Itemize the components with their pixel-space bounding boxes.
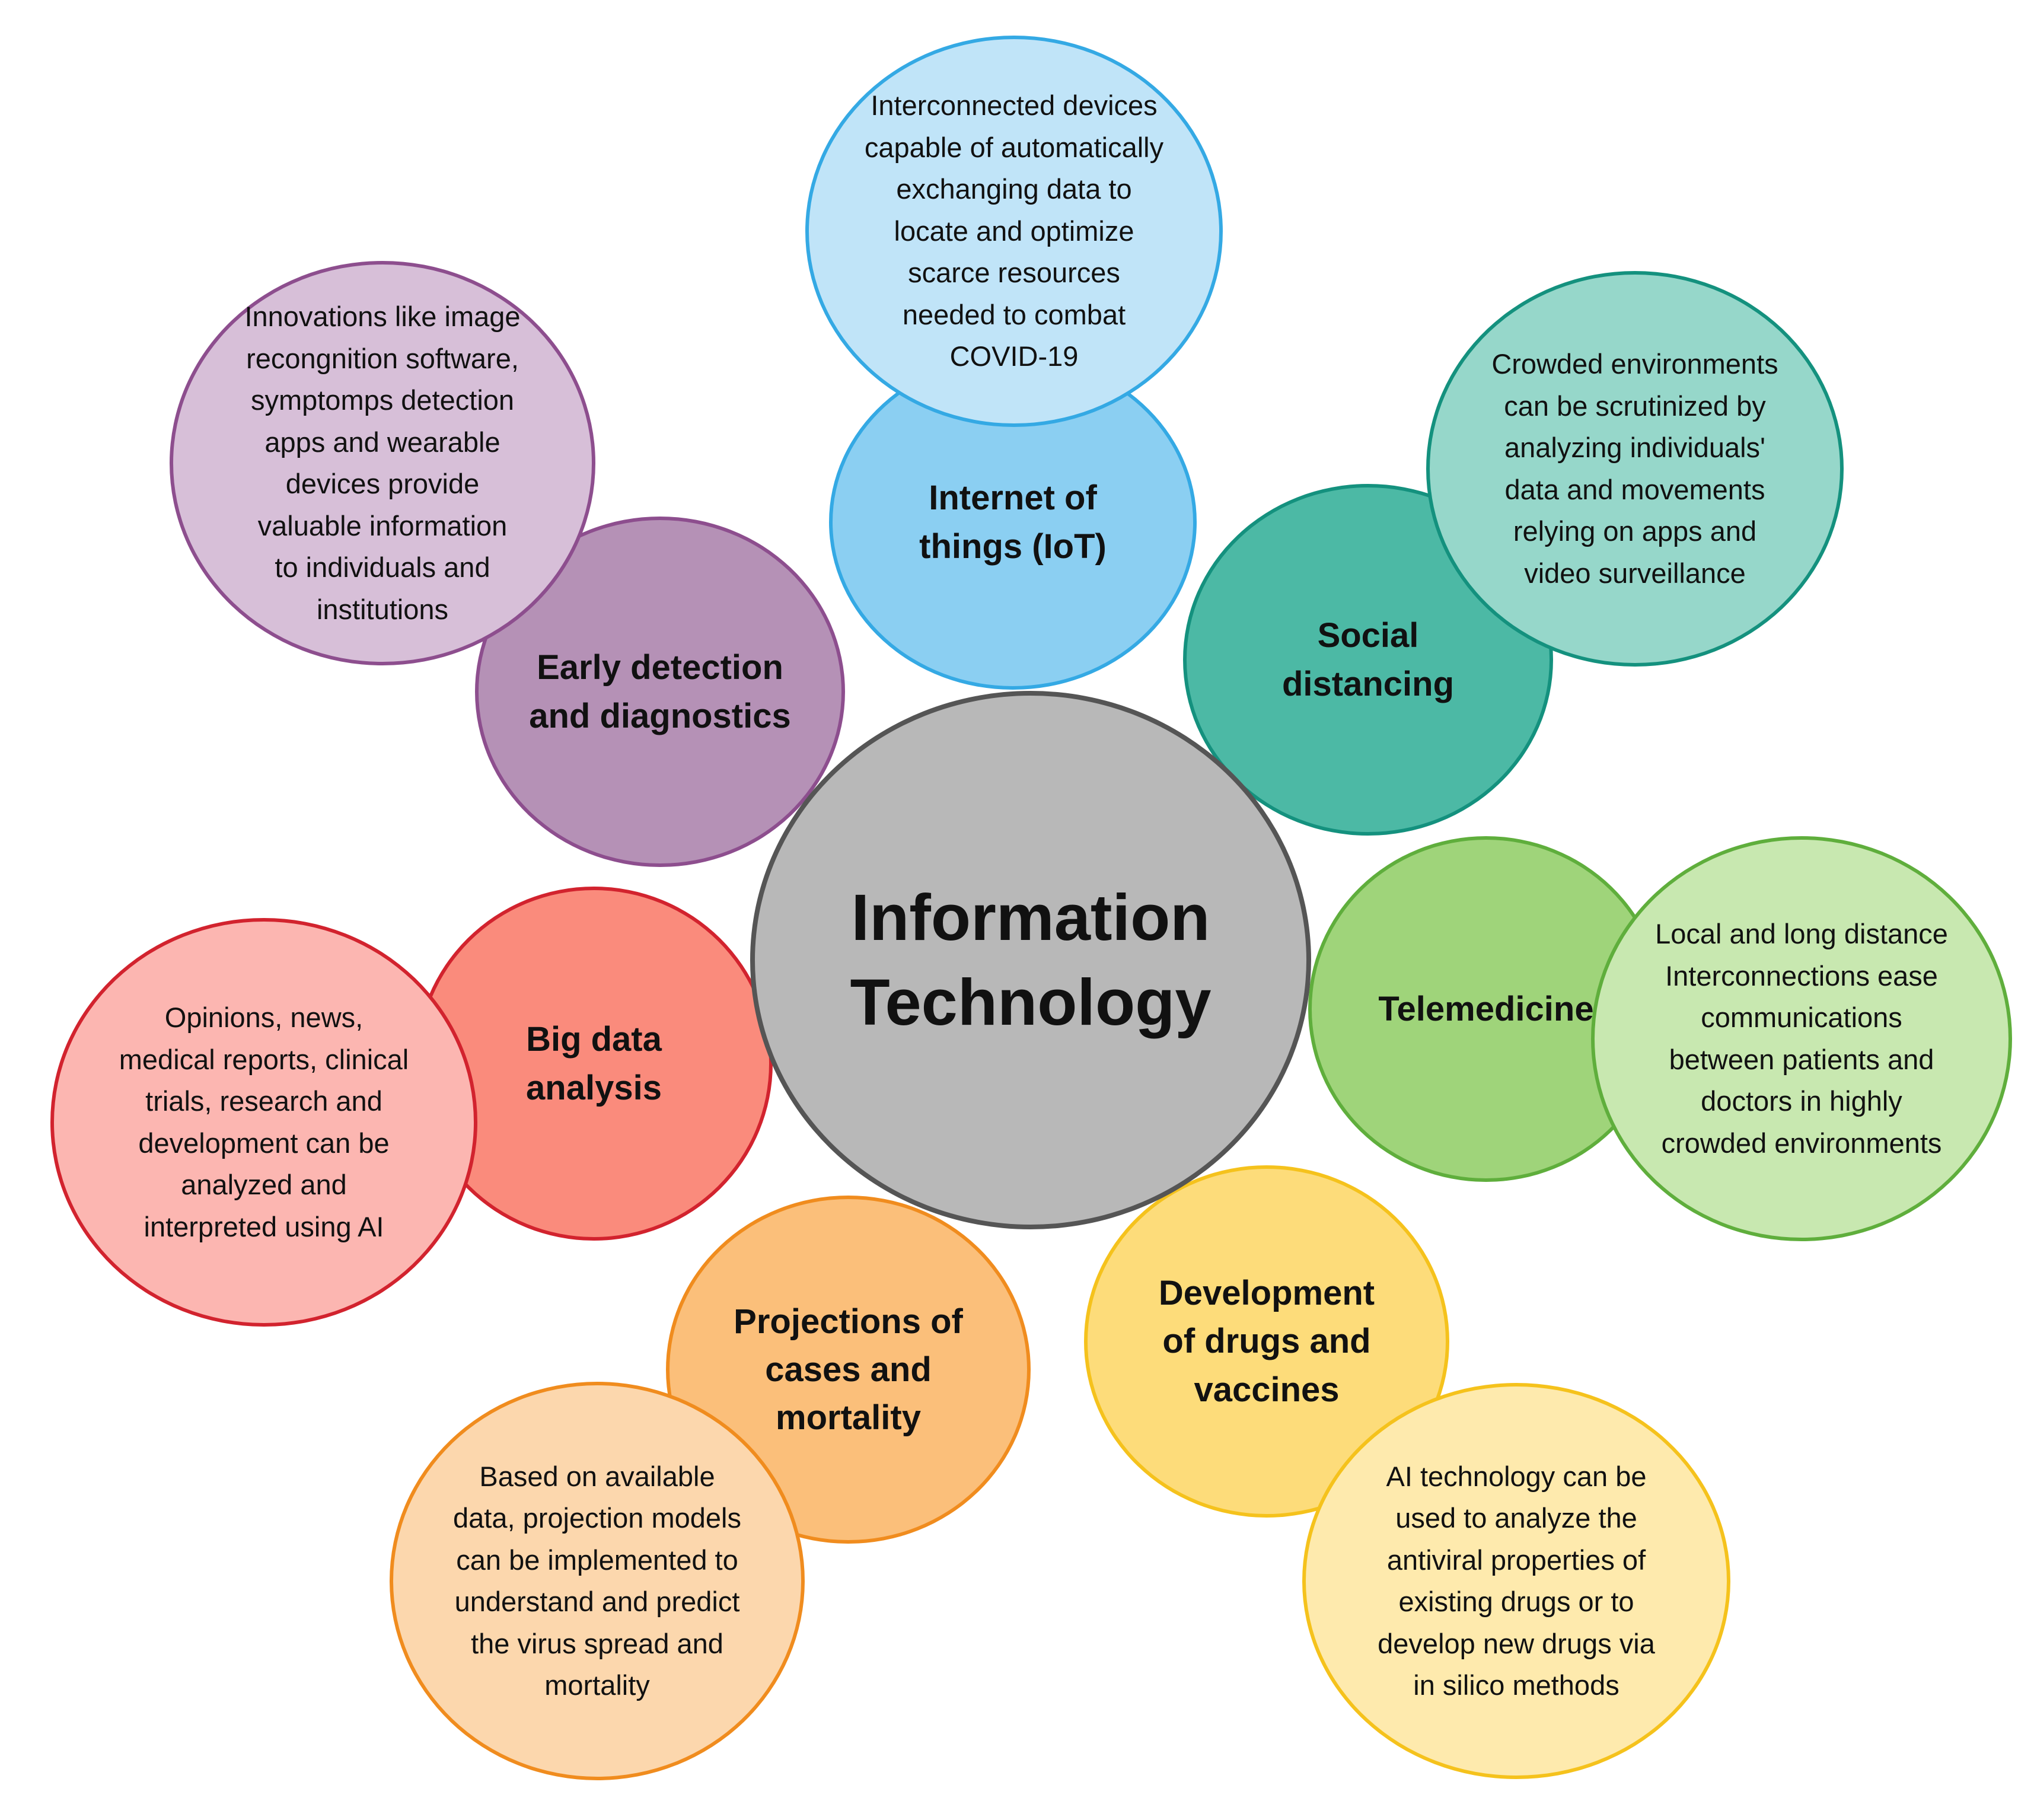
node-early-detection-label: Early detection and diagnostics: [529, 648, 791, 735]
node-drugs-vaccines-description-bubble: AI technology can be used to analyze the…: [1302, 1383, 1730, 1779]
node-iot-description-bubble: Interconnected devices capable of automa…: [805, 36, 1223, 427]
node-early-detection-description: Innovations like image recongnition soft…: [244, 301, 521, 625]
node-drugs-vaccines-description: AI technology can be used to analyze the…: [1378, 1460, 1655, 1701]
node-iot-label: Internet of things (IoT): [919, 479, 1107, 566]
node-telemedicine-label: Telemedicine: [1378, 989, 1594, 1028]
center-circle: Information Technology: [750, 691, 1311, 1229]
node-big-data-description-bubble: Opinions, news, medical reports, clinica…: [50, 918, 477, 1327]
node-telemedicine-description-bubble: Local and long distance Interconnections…: [1591, 836, 2012, 1241]
node-big-data-description: Opinions, news, medical reports, clinica…: [119, 1002, 409, 1242]
node-big-data-circle: Big data analysis: [415, 887, 773, 1241]
node-projections-label: Projections of cases and mortality: [734, 1302, 963, 1437]
node-early-detection-description-bubble: Innovations like image recongnition soft…: [170, 261, 595, 665]
node-social-distancing-label: Social distancing: [1281, 616, 1455, 703]
node-big-data-label: Big data analysis: [526, 1020, 662, 1107]
node-iot-description: Interconnected devices capable of automa…: [864, 90, 1164, 372]
node-projections-description-bubble: Based on available data, projection mode…: [390, 1382, 805, 1780]
node-social-distancing-description: Crowded environments can be scrutinized …: [1491, 348, 1778, 589]
node-telemedicine-description: Local and long distance Interconnections…: [1655, 918, 1948, 1159]
center-label: Information Technology: [850, 881, 1212, 1039]
node-projections-description: Based on available data, projection mode…: [453, 1460, 741, 1701]
node-drugs-vaccines-label: Development of drugs and vaccines: [1158, 1274, 1375, 1409]
node-social-distancing-description-bubble: Crowded environments can be scrutinized …: [1426, 271, 1844, 667]
